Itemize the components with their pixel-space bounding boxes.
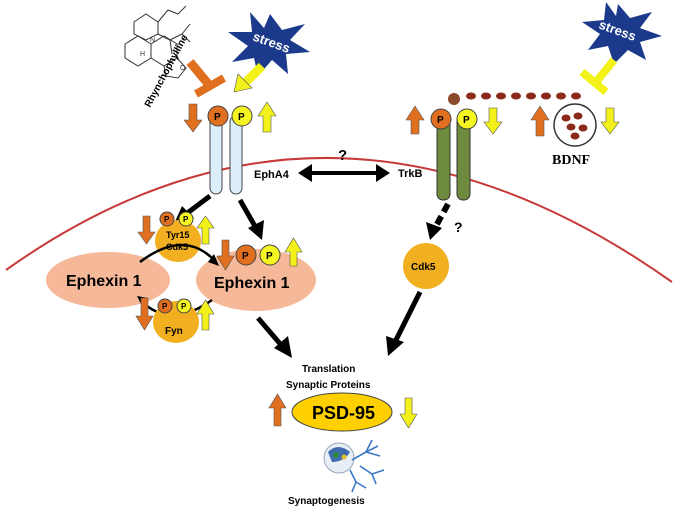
translation-label: Translation [302, 364, 355, 375]
svg-text:P: P [183, 215, 189, 224]
epha4-down-arrow-icon [183, 103, 203, 133]
epha4-to-ephexin-arrow [237, 198, 264, 240]
epha4-trkb-question: ? [338, 147, 347, 164]
tyr15-down-arrow-icon [137, 215, 156, 245]
stress-inhibition-right [579, 57, 618, 96]
ephexin-right-label: Ephexin 1 [214, 275, 290, 292]
svg-text:P: P [164, 215, 170, 224]
cdk5-right-label: Cdk5 [411, 262, 436, 273]
synaptogenesis-label: Synaptogenesis [288, 496, 365, 507]
ephexin-right-down-arrow-icon [216, 239, 235, 271]
bdnf-down-arrow-icon [600, 107, 620, 135]
svg-text:O: O [180, 65, 186, 72]
bdnf-up-arrow-icon [530, 105, 550, 137]
svg-text:P: P [162, 302, 168, 311]
svg-text:N: N [150, 37, 155, 44]
bdnf-label: BDNF [552, 153, 590, 168]
rhynchophylline-structure-icon: H N O [124, 5, 191, 79]
stress-to-epha4-arrow [233, 62, 266, 93]
svg-text:P: P [437, 115, 444, 126]
ephexin-right-phospho: P P [235, 244, 281, 266]
trkb-phospho-yellow [456, 108, 478, 130]
trkb-down-arrow-icon [483, 107, 503, 135]
cdk5-kinase-right: Cdk5 [403, 243, 449, 289]
cdk5-to-translation-arrow [386, 290, 423, 356]
svg-text:P: P [463, 115, 470, 126]
synaptic-proteins-label: Synaptic Proteins [286, 380, 371, 391]
epha4-phospho-orange [207, 105, 229, 127]
tyr15-label: Tyr15 [166, 230, 189, 240]
bdnf-vesicle-icon [553, 103, 597, 147]
rhynchophylline-inhibition [186, 59, 226, 98]
epha4-phospho-yellow [231, 105, 253, 127]
bdnf-dots [448, 92, 581, 105]
ephexin-right-up-arrow-icon [284, 237, 303, 267]
svg-text:H: H [140, 51, 145, 58]
svg-text:P: P [242, 251, 249, 262]
trkb-label: TrkB [398, 168, 423, 180]
stress-burst-right-icon: stress [582, 2, 662, 64]
svg-text:P: P [238, 112, 245, 123]
neuron-synapse-icon [323, 439, 385, 493]
trkb-cdk5-question: ? [454, 219, 463, 235]
epha4-up-arrow-icon [257, 101, 277, 133]
fyn-down-arrow-icon [135, 297, 154, 331]
tyr15-up-arrow-icon [196, 215, 215, 245]
ephexin-left-label: Ephexin 1 [66, 273, 142, 290]
psd95-down-arrow-icon [399, 397, 418, 429]
svg-text:P: P [266, 251, 273, 262]
psd95-protein: PSD-95 [291, 392, 393, 432]
tyr15-cdk5-kinase: P P Tyr15 Cdk5 [155, 211, 201, 262]
fyn-up-arrow-icon [196, 299, 215, 331]
psd95-up-arrow-icon [268, 393, 287, 427]
svg-text:P: P [214, 112, 221, 123]
cell-membrane [5, 157, 673, 283]
stress-burst-left-icon: stress [228, 12, 310, 76]
fyn-label: Fyn [165, 326, 183, 337]
trkb-phospho-orange [430, 108, 452, 130]
svg-text:P: P [181, 302, 187, 311]
ephexin-left: Ephexin 1 [46, 252, 170, 308]
trkb-to-cdk5-dashed-arrow [426, 202, 451, 240]
cdk5-small-label: Cdk5 [166, 242, 188, 252]
ephexin-to-translation-arrow [256, 316, 292, 358]
epha4-label: EphA4 [254, 169, 290, 181]
psd95-label: PSD-95 [312, 403, 375, 423]
fyn-kinase: P P Fyn [153, 298, 199, 343]
trkb-receptor: P P [430, 108, 478, 201]
trkb-up-arrow-icon [405, 105, 425, 135]
epha4-receptor: P P [207, 105, 253, 195]
epha4-trkb-double-arrow [298, 164, 390, 182]
